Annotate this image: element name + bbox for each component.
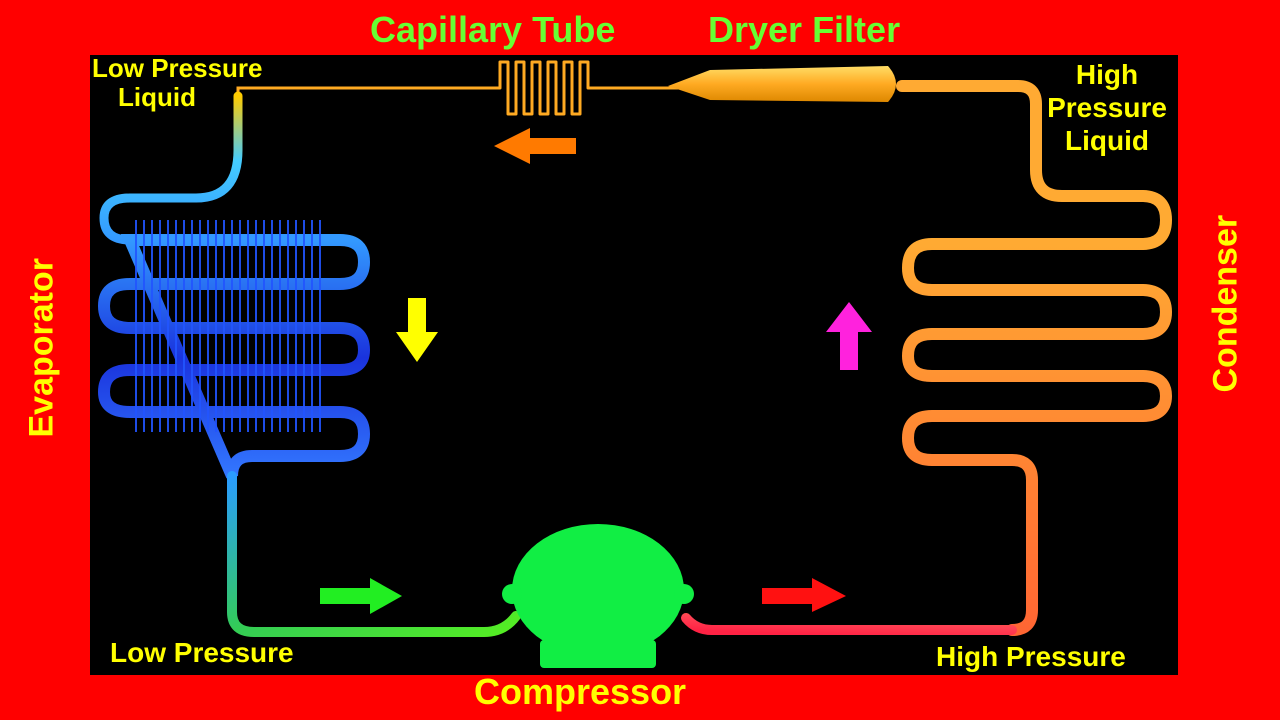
high-pressure-liquid-line1: High bbox=[1075, 59, 1139, 90]
high-pressure-liquid-line3: Liquid bbox=[1065, 124, 1149, 156]
evaporator-inlet-pipe bbox=[99, 91, 243, 245]
evaporator-coil bbox=[97, 234, 371, 479]
low-pressure-label: Low Pressure bbox=[110, 637, 294, 668]
condenser-coil bbox=[901, 238, 1173, 636]
capillary-tube-label: Capillary Tube bbox=[370, 9, 616, 50]
dryer-filter-label: Dryer Filter bbox=[708, 9, 901, 50]
evaporator-fins bbox=[135, 220, 321, 432]
high-pressure-liquid-pipe bbox=[896, 80, 1173, 250]
flow-arrow-evaporator bbox=[396, 298, 438, 362]
capillary-tube-coil bbox=[492, 60, 590, 116]
high-pressure-liquid-label: High Pressure Liquid bbox=[1036, 59, 1178, 156]
flow-arrow-discharge bbox=[762, 578, 846, 612]
flow-arrow-suction bbox=[320, 578, 402, 614]
high-pressure-liquid-line2: Pressure bbox=[1047, 91, 1167, 123]
flow-arrow-condenser bbox=[826, 302, 872, 370]
high-pressure-label: High Pressure bbox=[936, 641, 1126, 672]
dryer-filter-body bbox=[668, 66, 896, 102]
suction-pipe bbox=[227, 471, 521, 637]
low-pressure-liquid-line1: Low Pressure bbox=[92, 53, 263, 83]
low-pressure-liquid-line2: Liquid bbox=[118, 81, 196, 112]
discharge-pipe bbox=[681, 613, 1017, 635]
compressor-body bbox=[502, 524, 694, 668]
condenser-label: Condenser bbox=[1206, 214, 1245, 393]
evaporator-label: Evaporator bbox=[22, 258, 61, 438]
low-pressure-liquid-label: Low Pressure Liquid bbox=[92, 54, 292, 111]
compressor-label: Compressor bbox=[474, 671, 687, 712]
flow-arrow-capillary bbox=[494, 128, 576, 164]
